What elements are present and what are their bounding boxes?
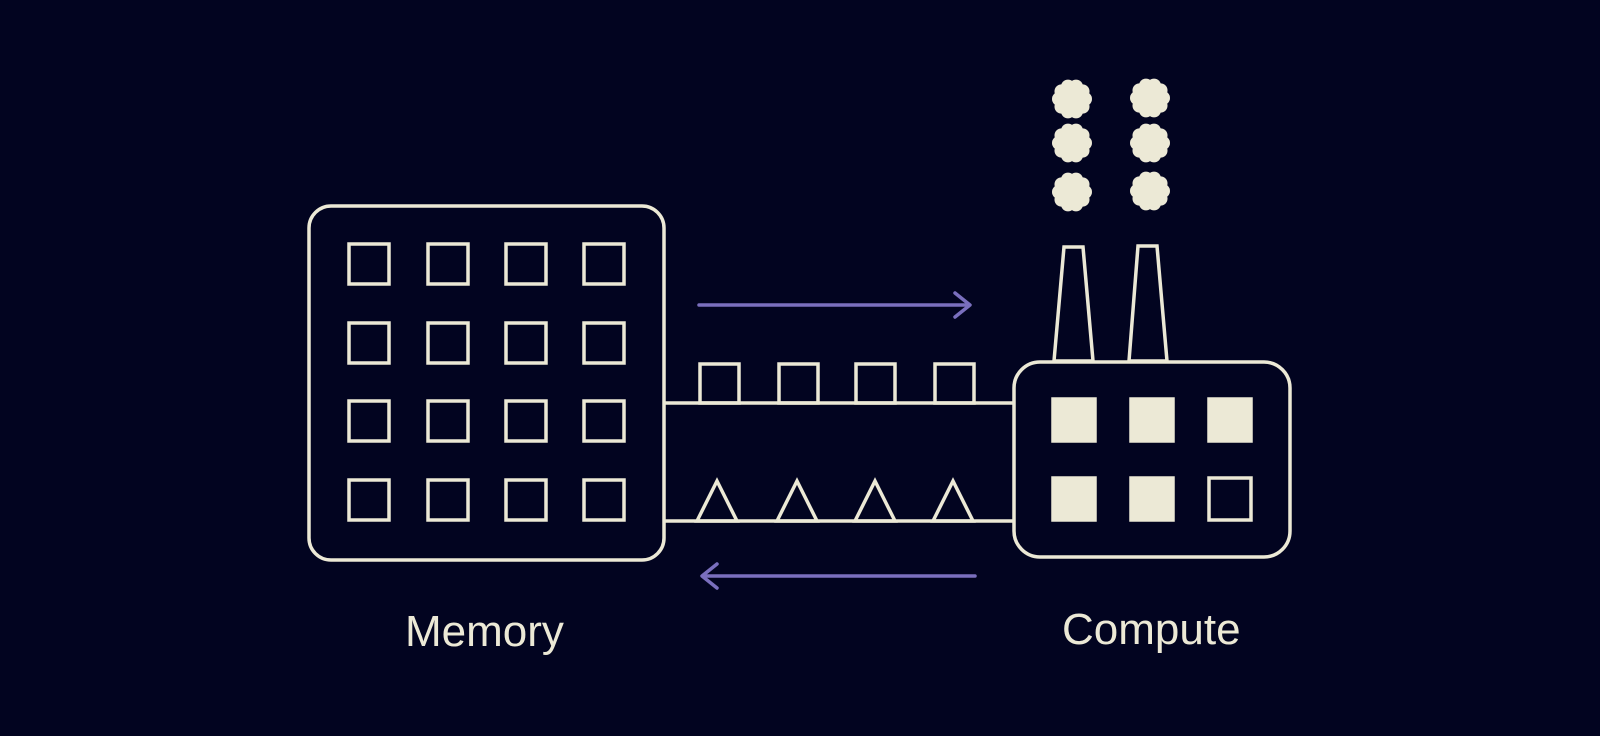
memory-cell [582,242,626,286]
memory-cell [347,321,391,365]
memory-building [307,204,666,562]
memory-cell [504,242,548,286]
smoke-puff-icon [1052,172,1092,212]
memory-cell [504,478,548,522]
compute-slot-filled [1051,397,1097,443]
conveyor-squares [698,362,976,405]
compute-slot-empty [1207,476,1253,522]
compute-slot-filled [1129,397,1175,443]
smoke-puff-icon [1130,78,1170,118]
memory-cell [504,399,548,443]
memory-cell [426,242,470,286]
conveyor-triangles [694,477,976,523]
conveyor-square [698,362,741,405]
arrow-left-icon [700,562,977,590]
memory-cell [582,399,626,443]
compute-slot-filled [1207,397,1253,443]
memory-building-outline [307,204,666,562]
memory-cells [347,242,626,522]
compute-slot-filled [1129,476,1175,522]
data-conveyor [664,362,1014,523]
memory-cell [582,321,626,365]
memory-cell [426,399,470,443]
conveyor-triangle [694,477,740,523]
smoke-puff-icon [1130,123,1170,163]
memory-cell [426,321,470,365]
conveyor-triangle [930,477,976,523]
conveyor-square [933,362,976,405]
smokestack-left [1052,245,1095,363]
compute-factory-outline [1012,360,1292,559]
memory-cell [347,242,391,286]
memory-cell [504,321,548,365]
compute-label: Compute [1062,605,1241,654]
compute-slot-filled [1051,476,1097,522]
conveyor-square [777,362,820,405]
compute-slots [1051,397,1253,522]
compute-factory [1012,244,1292,559]
smoke-puff-icon [1052,123,1092,163]
conveyor-triangle [774,477,820,523]
conveyor-square [854,362,897,405]
memory-cell [426,478,470,522]
memory-cell [347,478,391,522]
conveyor-triangle [852,477,898,523]
memory-label: Memory [405,607,564,656]
arrow-right-icon [697,291,972,319]
memory-cell [347,399,391,443]
smoke-puff-icon [1052,79,1092,119]
smoke-puffs [1052,78,1170,212]
smoke-puff-icon [1130,171,1170,211]
smokestack-right [1127,244,1169,363]
memory-cell [582,478,626,522]
